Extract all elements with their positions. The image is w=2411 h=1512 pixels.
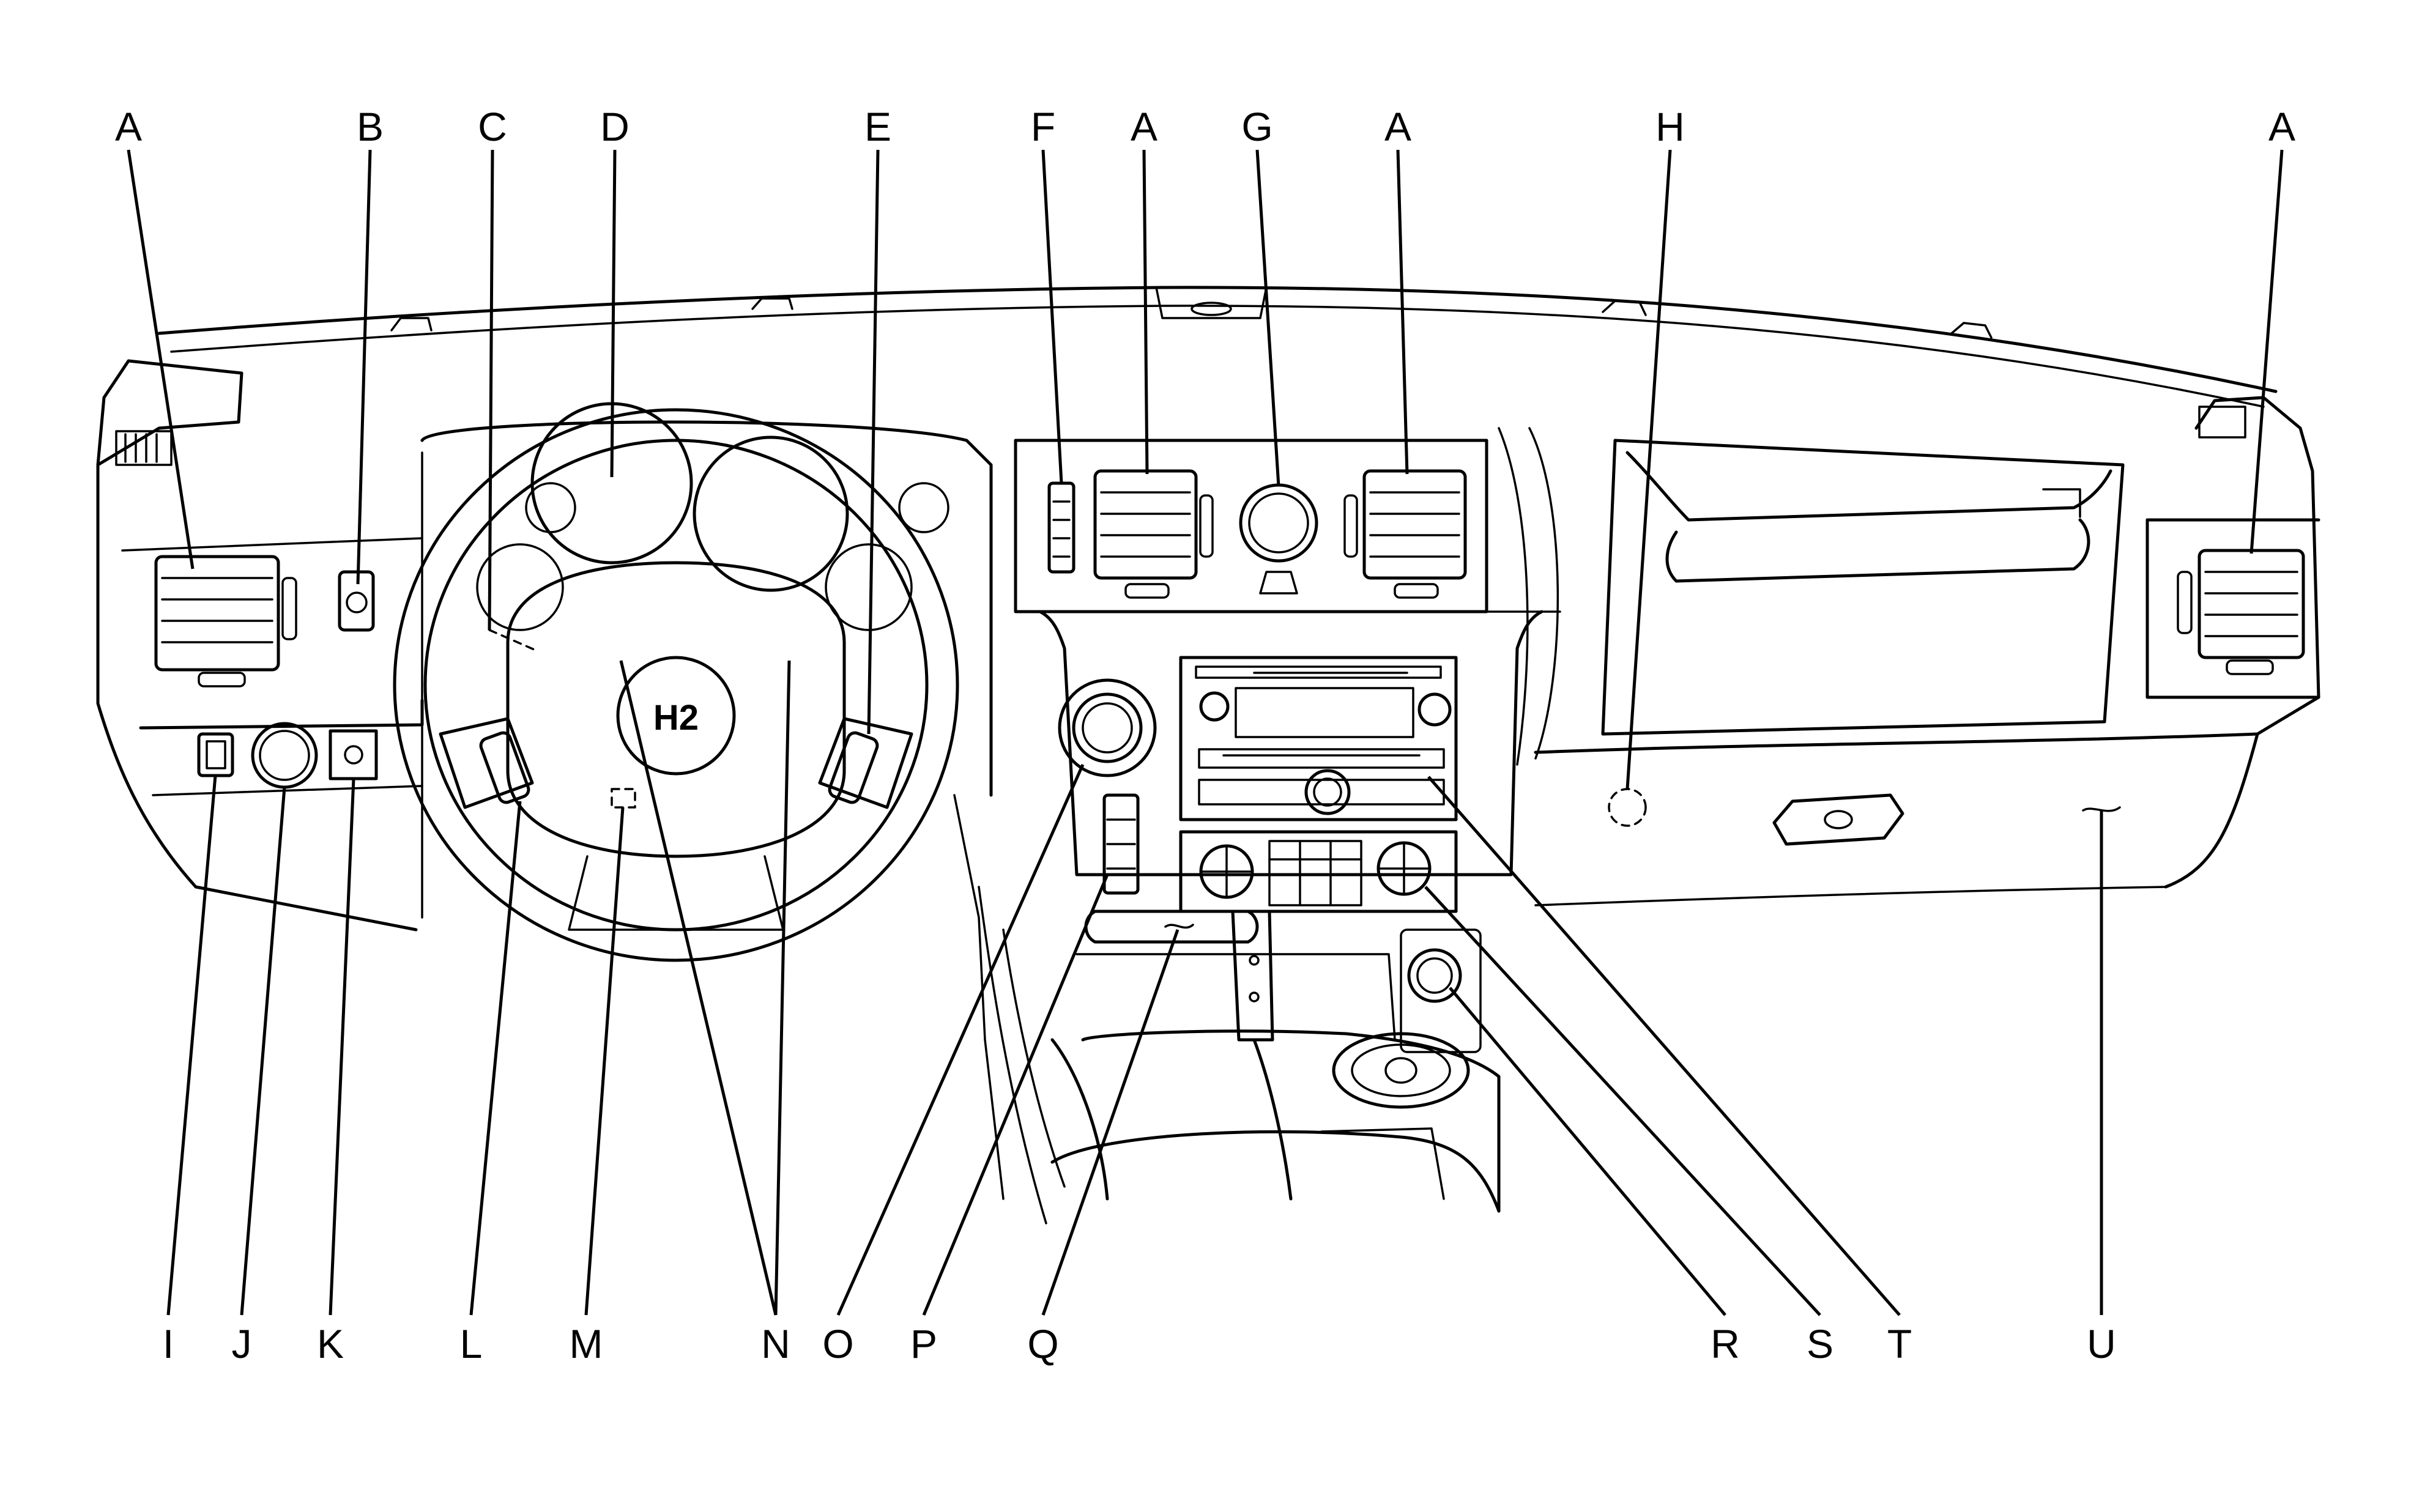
left-panel — [154, 555, 378, 789]
callout-n: N — [761, 1321, 790, 1366]
callout-g: G — [1241, 104, 1272, 149]
callout-p: P — [910, 1321, 937, 1366]
console — [953, 794, 1501, 1225]
callout-h: H — [1655, 104, 1685, 149]
leader-lines — [127, 149, 2284, 1316]
callout-b: B — [357, 104, 384, 149]
callout-a-left: A — [115, 104, 142, 149]
callout-e: E — [864, 104, 891, 149]
callout-r: R — [1711, 1321, 1740, 1366]
callout-s: S — [1807, 1321, 1833, 1366]
callout-q: Q — [1027, 1321, 1058, 1366]
callout-labels: A B C D E F A G A H A I J K L M N O P Q … — [115, 104, 2295, 1366]
callout-a-right: A — [2268, 104, 2295, 149]
callout-t: T — [1887, 1321, 1912, 1366]
callout-a-center-left: A — [1131, 104, 1157, 149]
callout-f: F — [1031, 104, 1055, 149]
callout-i: I — [163, 1321, 174, 1366]
callout-o: O — [822, 1321, 853, 1366]
callout-u: U — [2087, 1321, 2116, 1366]
callout-l: L — [460, 1321, 483, 1366]
callout-c: C — [478, 104, 507, 149]
dashboard-outline — [96, 286, 2320, 932]
callout-a-center-right: A — [1384, 104, 1411, 149]
callout-k: K — [317, 1321, 344, 1366]
callout-d: D — [600, 104, 630, 149]
center-stack — [1014, 439, 1561, 1053]
h2-logo-text: H2 — [653, 698, 699, 738]
steering-wheel: H2 — [393, 402, 993, 962]
callout-m: M — [570, 1321, 603, 1366]
callout-j: J — [232, 1321, 252, 1366]
right-vent — [2177, 549, 2305, 675]
